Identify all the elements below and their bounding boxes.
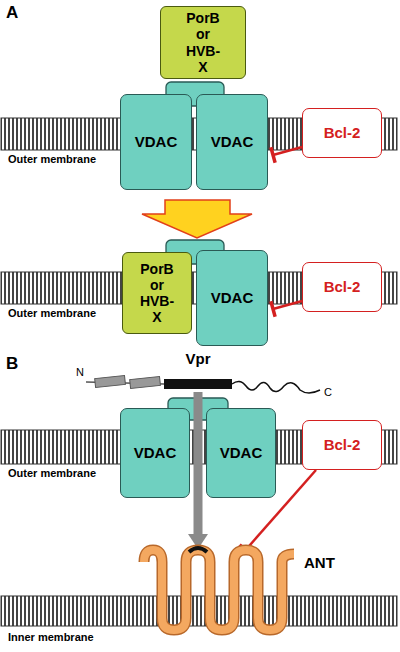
node-text: Bcl-2: [324, 436, 361, 453]
panel-letter: A: [6, 3, 18, 23]
node-text: Bcl-2: [324, 124, 361, 141]
protein-box: PorB or HVB-X: [160, 6, 246, 79]
node-text: VDAC: [134, 444, 177, 461]
protein-box: PorB or HVB-X: [122, 252, 192, 334]
node-text: VDAC: [135, 133, 178, 150]
terminus-label: N: [76, 366, 84, 378]
transition-arrow: [142, 200, 252, 238]
ant-loops: [140, 548, 300, 632]
peptide-label-box: Vpr: [162, 350, 234, 392]
node-text: VDAC: [211, 133, 254, 150]
inhibitor-box: Bcl-2: [302, 420, 382, 470]
inhibition-line: [271, 147, 302, 163]
vpr-peptide: [86, 375, 320, 393]
terminus-label: C: [324, 386, 332, 398]
node-text: VDAC: [211, 289, 254, 306]
node-text: VDAC: [220, 444, 263, 461]
inhibitor-box: Bcl-2: [302, 108, 382, 158]
membrane-label: Outer membrane: [8, 153, 96, 165]
node-text: PorB or HVB-X: [186, 10, 220, 74]
node-text: Bcl-2: [324, 278, 361, 295]
channel-box: VDAC: [206, 408, 276, 498]
node-text: Vpr: [185, 350, 210, 367]
inhibitor-box: Bcl-2: [302, 262, 382, 312]
channel-box: VDAC: [120, 408, 190, 498]
translocation-arrow: [188, 392, 208, 549]
channel-box: VDAC: [120, 94, 192, 190]
transporter-shape: ANT: [140, 548, 300, 632]
membrane-label: Inner membrane: [8, 631, 94, 643]
panel-letter: B: [6, 354, 18, 374]
membrane-label: Outer membrane: [8, 467, 96, 479]
channel-box: VDAC: [196, 250, 268, 346]
node-text: PorB or HVB-X: [140, 261, 174, 325]
inhibition-line: [271, 301, 302, 317]
channel-box: VDAC: [196, 94, 268, 190]
node-text: ANT: [304, 554, 335, 571]
membrane-label: Outer membrane: [8, 307, 96, 319]
inner-membrane-band: [1, 596, 397, 626]
